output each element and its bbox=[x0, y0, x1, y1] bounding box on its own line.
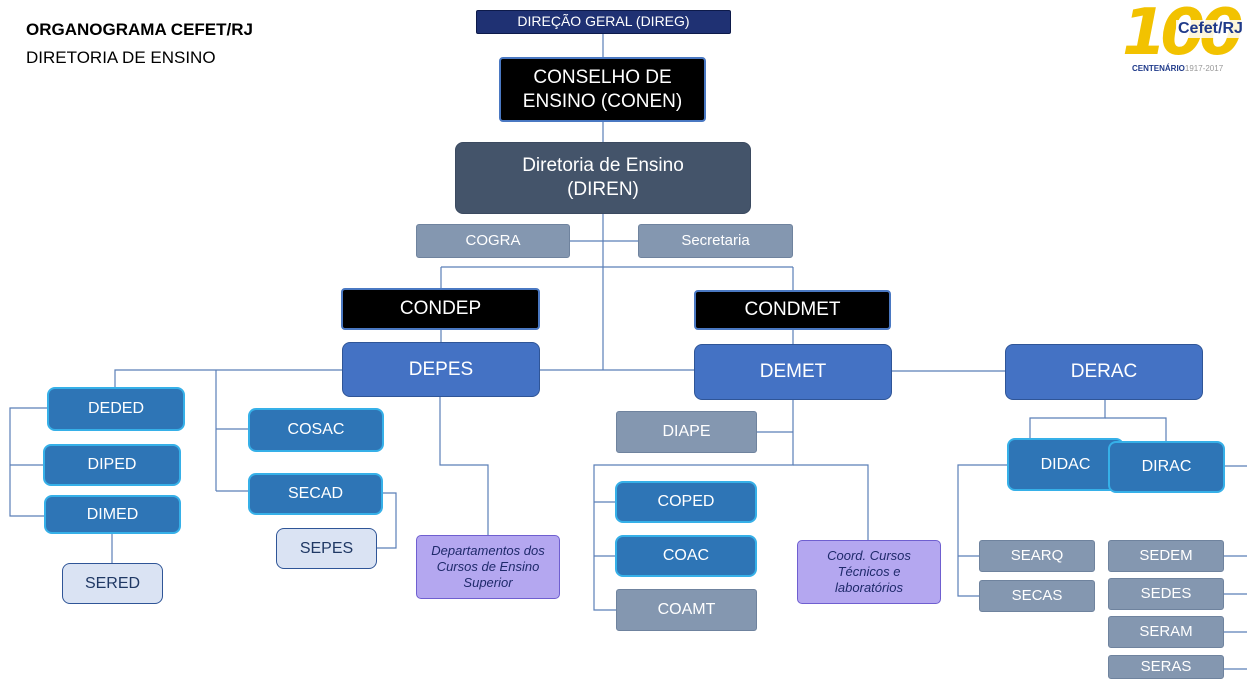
node-dirac: DIRAC bbox=[1108, 441, 1225, 493]
node-diped: DIPED bbox=[43, 444, 181, 486]
node-secretaria: Secretaria bbox=[638, 224, 793, 258]
node-condep: CONDEP bbox=[341, 288, 540, 330]
page-title: ORGANOGRAMA CEFET/RJ bbox=[26, 20, 253, 39]
node-coamt: COAMT bbox=[616, 589, 757, 631]
node-sedes: SEDES bbox=[1108, 578, 1224, 610]
node-diape: DIAPE bbox=[616, 411, 757, 453]
node-conen: CONSELHO DE ENSINO (CONEN) bbox=[499, 57, 706, 122]
node-seras: SERAS bbox=[1108, 655, 1224, 679]
node-coac: COAC bbox=[615, 535, 757, 577]
node-cogra: COGRA bbox=[416, 224, 570, 258]
node-dimed: DIMED bbox=[44, 495, 181, 534]
node-sepes: SEPES bbox=[276, 528, 377, 569]
node-direg: DIREÇÃO GERAL (DIREG) bbox=[476, 10, 731, 34]
node-deded: DEDED bbox=[47, 387, 185, 431]
node-sedem: SEDEM bbox=[1108, 540, 1224, 572]
node-secad: SECAD bbox=[248, 473, 383, 515]
node-diren: Diretoria de Ensino (DIREN) bbox=[455, 142, 751, 214]
node-searq: SEARQ bbox=[979, 540, 1095, 572]
node-cosac: COSAC bbox=[248, 408, 384, 452]
node-derac: DERAC bbox=[1005, 344, 1203, 400]
page-subtitle: DIRETORIA DE ENSINO bbox=[26, 48, 216, 67]
cefet-centenary-logo: 100 Cefet/RJ CENTENÁRIO1917-2017 bbox=[1122, 0, 1245, 73]
node-sered: SERED bbox=[62, 563, 163, 604]
node-didac: DIDAC bbox=[1007, 438, 1124, 491]
node-secas: SECAS bbox=[979, 580, 1095, 612]
node-demet: DEMET bbox=[694, 344, 892, 400]
node-coped: COPED bbox=[615, 481, 757, 523]
node-condmet: CONDMET bbox=[694, 290, 891, 330]
node-seram: SERAM bbox=[1108, 616, 1224, 648]
node-dep-cursos: Departamentos dos Cursos de Ensino Super… bbox=[416, 535, 560, 599]
node-depes: DEPES bbox=[342, 342, 540, 397]
node-coord-cursos: Coord. Cursos Técnicos e laboratórios bbox=[797, 540, 941, 604]
